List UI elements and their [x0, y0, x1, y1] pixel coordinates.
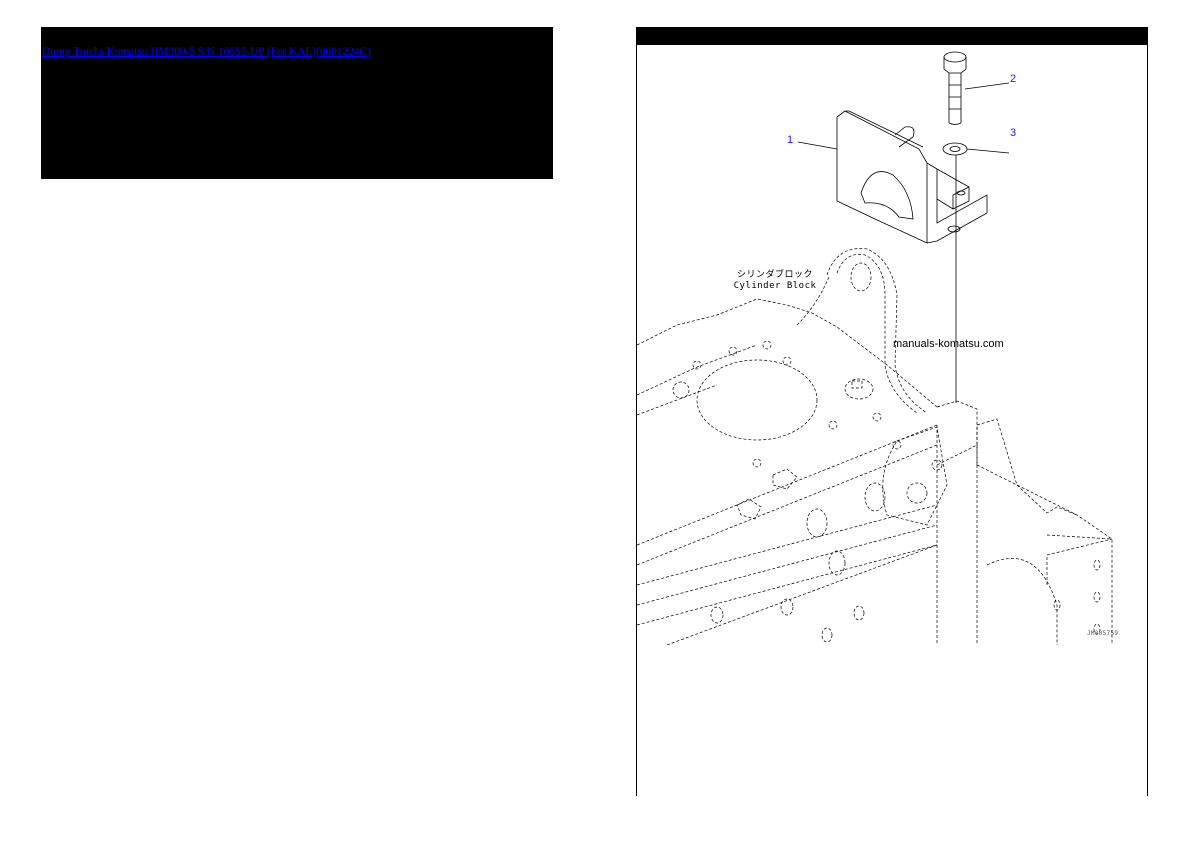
callout-2: 2	[1010, 73, 1017, 85]
cylinder-block-label: シリンダブロック Cylinder Block	[733, 270, 817, 292]
title-banner: Dump Trucks Komatsu HM300-5 S/N 10555-UP…	[41, 27, 553, 179]
parts-diagram-panel: 1 2 3 シリンダブロック Cylinder Block manuals-ko…	[636, 27, 1148, 796]
bolt-drawing	[943, 51, 967, 125]
parts-catalog-title-link[interactable]: Dump Trucks Komatsu HM300-5 S/N 10555-UP…	[42, 46, 371, 58]
exploded-parts-diagram	[637, 51, 1113, 645]
cylinder-block-label-jp: シリンダブロック	[736, 270, 813, 280]
figure-id: JM005759	[1087, 630, 1119, 637]
callout-1: 1	[787, 134, 794, 146]
cylinder-block-label-en: Cylinder Block	[733, 281, 817, 291]
callout-3: 3	[1010, 127, 1017, 139]
figure-header-bar	[637, 27, 1147, 45]
washer-drawing	[942, 142, 968, 156]
cylinder-block-drawing	[637, 248, 1113, 645]
watermark-text: manuals-komatsu.com	[893, 338, 1004, 350]
bracket-drawing	[836, 110, 988, 244]
